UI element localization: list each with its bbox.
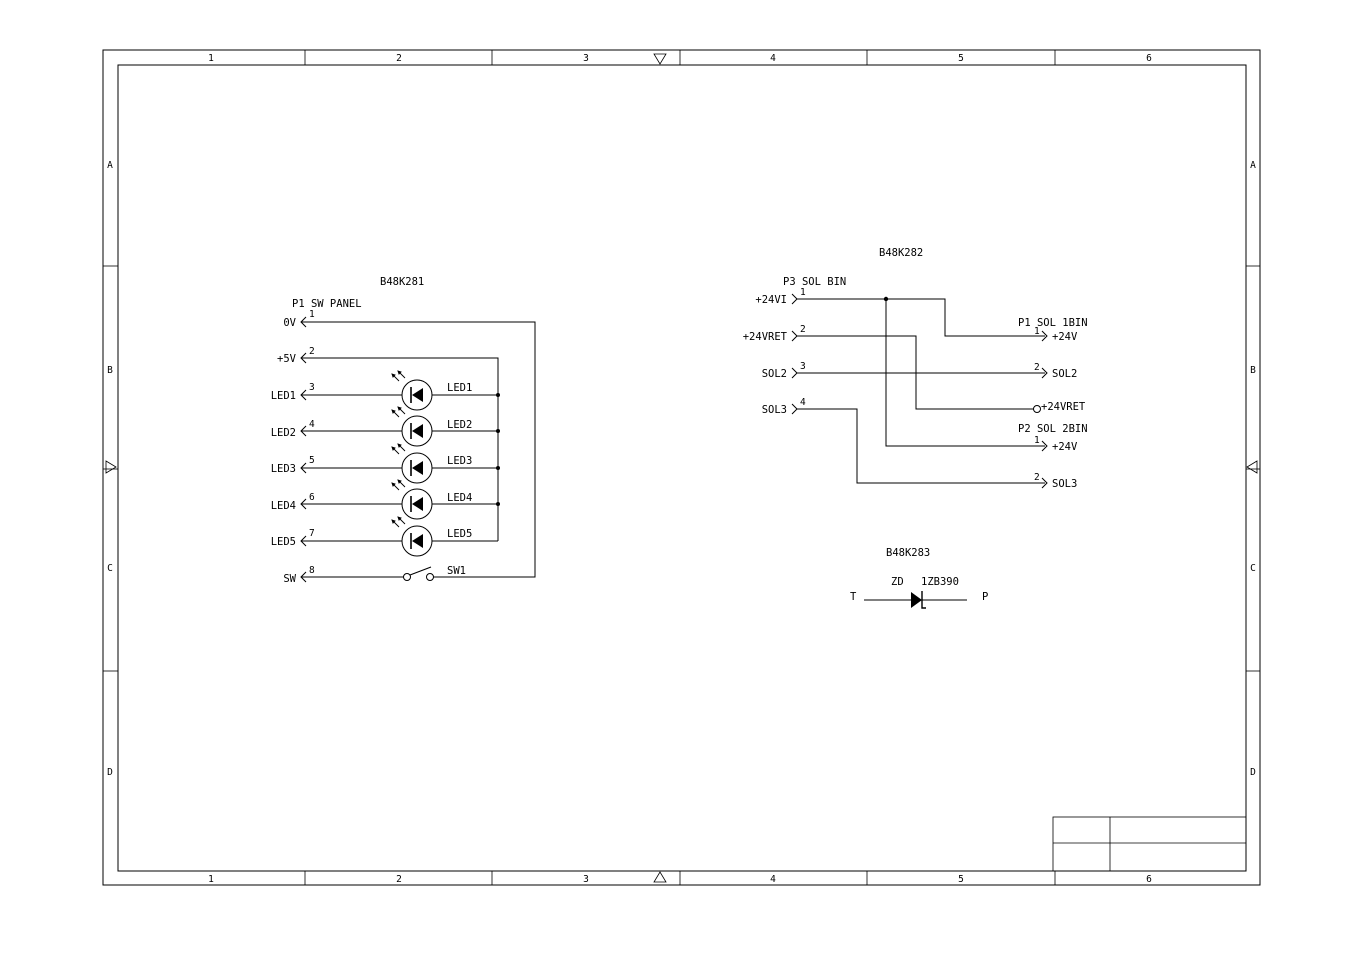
output-name-24v-1: +24V xyxy=(1052,331,1078,343)
24vret-terminal xyxy=(1034,406,1041,413)
output-pin-p1-2: 2 xyxy=(1034,362,1040,373)
pin-name-led3: LED3 xyxy=(271,463,296,475)
sol-bin-wires xyxy=(797,299,1045,483)
sol-bin-input-arrows xyxy=(792,294,797,414)
zener-circuit: B48K283 ZD 1ZB390 T P xyxy=(850,547,988,608)
zone-col-3-top: 3 xyxy=(583,53,589,64)
led1-symbol xyxy=(392,371,432,410)
zone-row-c-right: C xyxy=(1250,563,1256,574)
pin-number-8: 8 xyxy=(309,565,315,576)
zener-terminal-t: T xyxy=(850,591,857,603)
pin-name-led1: LED1 xyxy=(271,390,296,402)
input-pin-2: 2 xyxy=(800,324,806,335)
zone-row-d-left: D xyxy=(107,767,113,778)
led2-symbol xyxy=(392,407,432,446)
sol-bin-circuit: B48K282 P3 SOL BIN +24VI +24VRET SOL2 SO… xyxy=(743,247,1088,490)
led1-label: LED1 xyxy=(447,382,472,394)
pin-name-sw: SW xyxy=(283,573,296,585)
pin-number-6: 6 xyxy=(309,492,315,503)
zone-col-5-bottom: 5 xyxy=(958,874,964,885)
sw-panel-connector-arrows xyxy=(301,317,306,582)
pin-name-0v: 0V xyxy=(283,317,296,329)
pin-name-led5: LED5 xyxy=(271,536,296,548)
zone-row-a-right: A xyxy=(1250,160,1256,171)
center-mark-left xyxy=(106,461,116,473)
sol-bin-input-connector: P3 SOL BIN xyxy=(783,276,846,288)
pin-number-3: 3 xyxy=(309,382,315,393)
title-block xyxy=(1053,817,1246,871)
zone-col-2-bottom: 2 xyxy=(396,874,402,885)
zener-ref-label: ZD xyxy=(891,576,904,588)
pin-number-7: 7 xyxy=(309,528,315,539)
zener-value-label: 1ZB390 xyxy=(921,576,959,588)
zone-col-1-bottom: 1 xyxy=(208,874,214,885)
zone-col-5-top: 5 xyxy=(958,53,964,64)
sol-bin-junction xyxy=(884,297,888,301)
zener-part-number: B48K283 xyxy=(886,547,930,559)
pin-number-1: 1 xyxy=(309,309,315,320)
output-pin-p2-2: 2 xyxy=(1034,472,1040,483)
zener-diode-symbol xyxy=(864,591,967,608)
output-name-24v-2: +24V xyxy=(1052,441,1078,453)
pin-number-4: 4 xyxy=(309,419,315,430)
led3-label: LED3 xyxy=(447,455,472,467)
sol-bin-part-number: B48K282 xyxy=(879,247,923,259)
led4-label: LED4 xyxy=(447,492,472,504)
zone-row-d-right: D xyxy=(1250,767,1256,778)
zener-terminal-p: P xyxy=(982,591,988,603)
sw1-label: SW1 xyxy=(447,565,466,577)
led3-symbol xyxy=(392,444,432,483)
input-pin-4: 4 xyxy=(800,397,806,408)
zone-col-2-top: 2 xyxy=(396,53,402,64)
pin-number-5: 5 xyxy=(309,455,315,466)
zone-col-6-bottom: 6 xyxy=(1146,874,1152,885)
led2-label: LED2 xyxy=(447,419,472,431)
switch-sw1-symbol xyxy=(404,567,434,581)
zone-row-b-right: B xyxy=(1250,365,1256,376)
pin-number-2: 2 xyxy=(309,346,315,357)
zone-col-4-bottom: 4 xyxy=(770,874,776,885)
input-pin-1: 1 xyxy=(800,287,806,298)
output-name-sol3: SOL3 xyxy=(1052,478,1077,490)
led4-symbol xyxy=(392,480,432,519)
output-name-sol2: SOL2 xyxy=(1052,368,1077,380)
zone-col-6-top: 6 xyxy=(1146,53,1152,64)
zone-col-3-bottom: 3 xyxy=(583,874,589,885)
pin-name-led2: LED2 xyxy=(271,427,296,439)
pin-name-5v: +5V xyxy=(277,353,297,365)
input-name-24vret: +24VRET xyxy=(743,331,788,343)
led5-symbol xyxy=(392,517,432,556)
p2-sol-2bin-label: P2 SOL 2BIN xyxy=(1018,423,1088,435)
input-name-24vi: +24VI xyxy=(755,294,787,306)
center-mark-top xyxy=(654,54,666,64)
zone-col-4-top: 4 xyxy=(770,53,776,64)
center-mark-right xyxy=(1247,461,1257,473)
sw-panel-circuit: B48K281 P1 SW PANEL 0V +5V LED1 LED2 LED… xyxy=(271,276,535,585)
led5-label: LED5 xyxy=(447,528,472,540)
pin-name-led4: LED4 xyxy=(271,500,296,512)
output-pin-p2-1: 1 xyxy=(1034,435,1040,446)
zone-row-b-left: B xyxy=(107,365,113,376)
zone-col-1-top: 1 xyxy=(208,53,214,64)
p1-sol-1bin-label: P1 SOL 1BIN xyxy=(1018,317,1088,329)
sw-panel-connector-label: P1 SW PANEL xyxy=(292,298,362,310)
input-name-sol3: SOL3 xyxy=(762,404,787,416)
center-mark-bottom xyxy=(654,872,666,882)
output-name-24vret: +24VRET xyxy=(1041,401,1086,413)
input-name-sol2: SOL2 xyxy=(762,368,787,380)
input-pin-3: 3 xyxy=(800,361,806,372)
zone-row-c-left: C xyxy=(107,563,113,574)
sw-panel-part-number: B48K281 xyxy=(380,276,424,288)
zone-row-a-left: A xyxy=(107,160,113,171)
output-pin-p1-1: 1 xyxy=(1034,326,1040,337)
